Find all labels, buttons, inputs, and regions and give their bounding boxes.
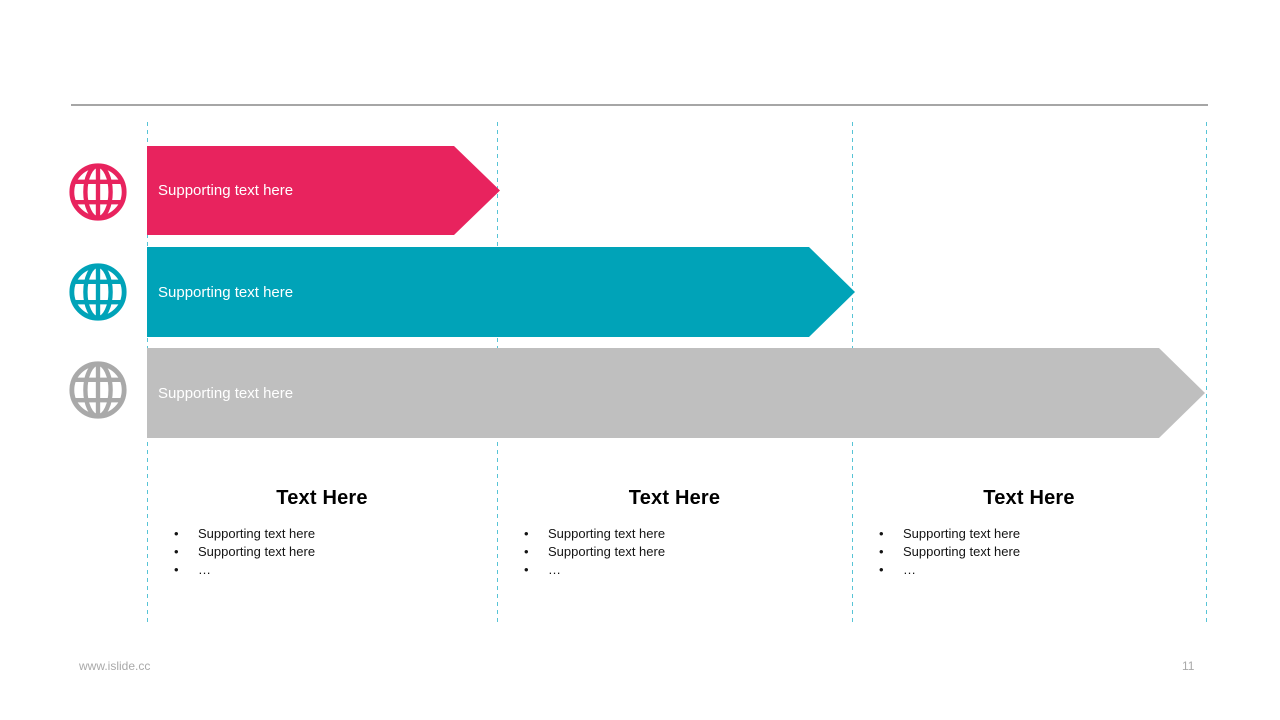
column-heading: Text Here [983, 487, 1075, 509]
bullet-dot: • [879, 526, 884, 541]
bullet-text: Supporting text here [198, 544, 316, 559]
bullet-dot: • [524, 544, 529, 559]
list-item: • Supporting text here [852, 525, 1206, 543]
vertical-guide-line [1206, 122, 1207, 626]
bullet-list: • Supporting text here • Supporting text… [147, 525, 497, 579]
list-item: • … [852, 561, 1206, 579]
process-arrow: Supporting text here [147, 348, 1205, 438]
text-column: Text Here • Supporting text here • Suppo… [852, 487, 1206, 579]
column-heading: Text Here [628, 487, 721, 509]
list-item: • Supporting text here [497, 525, 852, 543]
bullet-text: Supporting text here [548, 526, 666, 541]
bullet-text: Supporting text here [198, 526, 316, 541]
bullet-text: Supporting text here [903, 526, 1021, 541]
bullet-text: Supporting text here [548, 544, 666, 559]
bullet-list: • Supporting text here • Supporting text… [852, 525, 1206, 579]
bullet-dot: • [879, 562, 884, 577]
globe-icon [67, 161, 129, 223]
page-number: 11 [1182, 659, 1195, 673]
text-column: Text Here • Supporting text here • Suppo… [497, 487, 852, 579]
list-item: • Supporting text here [147, 525, 497, 543]
list-item: • … [147, 561, 497, 579]
bullet-list: • Supporting text here • Supporting text… [497, 525, 852, 579]
bullet-dot: • [174, 544, 179, 559]
text-column: Text Here • Supporting text here • Suppo… [147, 487, 497, 579]
bullet-text: … [198, 562, 211, 577]
process-arrow: Supporting text here [147, 247, 855, 337]
arrow-label: Supporting text here [158, 384, 294, 402]
globe-icon [67, 359, 129, 421]
bullet-dot: • [174, 526, 179, 541]
list-item: • Supporting text here [147, 543, 497, 561]
bullet-dot: • [174, 562, 179, 577]
bullet-dot: • [524, 562, 529, 577]
process-arrow: Supporting text here [147, 146, 500, 235]
bullet-text: … [903, 562, 916, 577]
bullet-dot: • [524, 526, 529, 541]
globe-icon [67, 261, 129, 323]
bullet-text: Supporting text here [903, 544, 1021, 559]
list-item: • Supporting text here [852, 543, 1206, 561]
top-divider-line [71, 104, 1208, 106]
footer-url: www.islide.cc [79, 659, 151, 673]
list-item: • Supporting text here [497, 543, 852, 561]
list-item: • … [497, 561, 852, 579]
column-heading: Text Here [276, 487, 368, 509]
bullet-text: … [548, 562, 561, 577]
arrow-label: Supporting text here [158, 283, 294, 301]
bullet-dot: • [879, 544, 884, 559]
arrow-label: Supporting text here [158, 182, 294, 199]
